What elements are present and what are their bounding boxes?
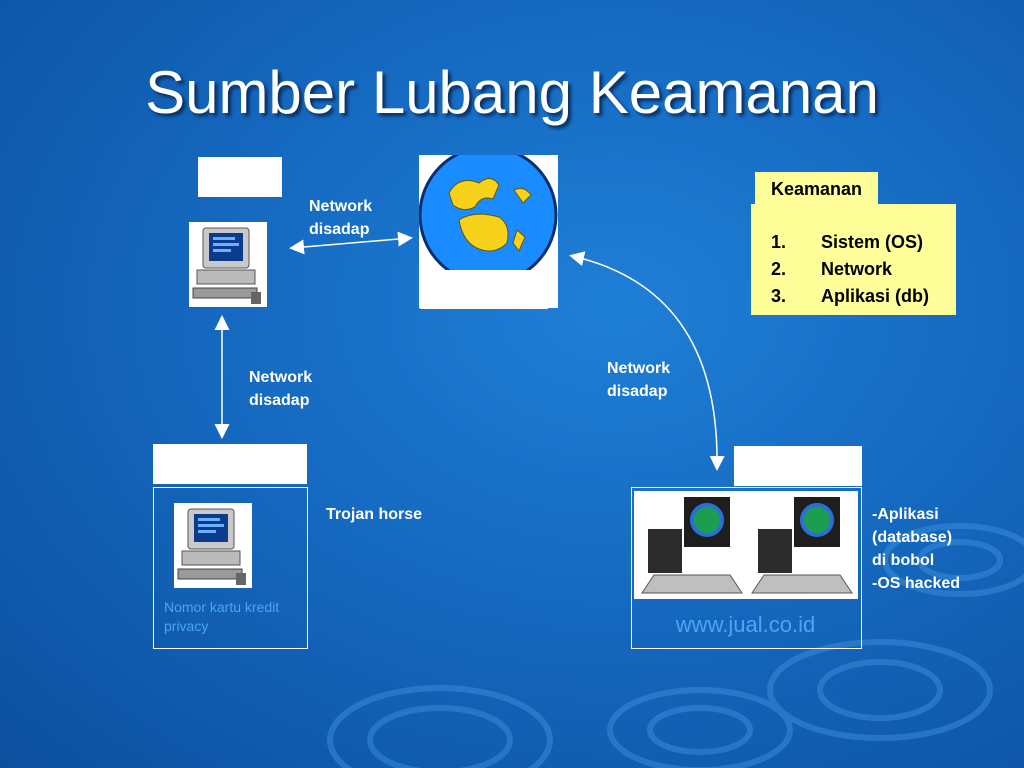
penjual-site: www.jual.co.id [675,612,816,637]
list-item-text: Network [821,259,893,279]
link-label-internet-penjual: Network disadap [607,357,670,403]
link-label-line: Network [607,360,671,377]
pembeli-note: Nomor kartu kredit privacy [164,598,279,636]
link-label-line: Network [309,198,373,215]
list-item-text: Sistem (OS) [821,232,924,252]
list-item: 2. Network [771,256,892,282]
page-title: Sumber Lubang Keamanan [145,59,879,126]
list-item-number: 1. [771,232,787,252]
pembeli-note-line: Nomor kartu kredit [164,599,280,615]
penjual-label-text: Penjual [754,449,842,479]
penjual-box [631,487,862,649]
globe-icon [419,155,558,270]
server-computer-1 [641,497,743,594]
keamanan-tab-label: Keamanan [770,179,863,199]
keamanan-tab: Keamanan [755,172,878,206]
link-label-line: disadap [309,221,370,238]
pembeli-label: Pembeli [153,444,307,484]
isp-label-text: ISP [219,160,261,190]
trojan-label: Trojan horse [326,506,423,523]
list-item: 3. Aplikasi (db) [771,283,929,309]
issue-line: -Aplikasi [872,506,939,523]
issue-line: -OS hacked [872,575,961,592]
pembeli-note-line: privacy [164,618,209,634]
link-label-isp-internet: Network disadap [309,195,372,241]
penjual-label: Penjual [734,446,862,486]
pembeli-label-text: Pembeli [183,447,277,477]
pembeli-computer-icon [174,503,252,588]
link-label-line: disadap [607,383,668,400]
isp-internet-arrow [289,231,413,255]
link-label-isp-pembeli: Network disadap [249,366,312,412]
internet-penjual-arrow [569,251,725,471]
pembeli-box [153,487,308,649]
list-item-number: 3. [771,286,787,306]
server-computer-2 [751,497,853,594]
keamanan-list: 1. Sistem (OS) 2. Network 3. Aplikasi (db) [751,204,956,315]
link-label-line: Network [249,369,313,386]
list-item: 1. Sistem (OS) [771,229,923,255]
list-item-number: 2. [771,259,787,279]
isp-computer-icon [189,222,267,307]
internet-label-text: Internet [439,276,529,306]
link-label-line: disadap [249,392,310,409]
server-computers-icon [634,491,858,599]
issue-line: (database) [872,529,953,546]
isp-label: ISP [198,157,282,197]
penjual-issues: -Aplikasi (database) di bobol -OS hacked [872,503,960,595]
list-item-text: Aplikasi (db) [821,286,930,306]
issue-line: di bobol [872,552,935,569]
internet-label: Internet [420,273,548,309]
